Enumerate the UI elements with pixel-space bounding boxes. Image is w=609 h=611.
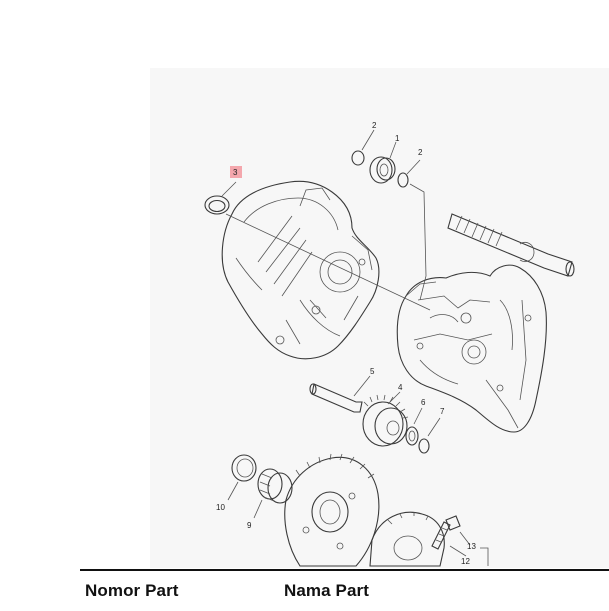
- callout-12[interactable]: 12: [461, 557, 470, 566]
- washer-part-10: [227, 454, 257, 501]
- parts-table-header: Nomor Part Nama Part: [80, 569, 609, 611]
- callout-5[interactable]: 5: [370, 367, 375, 376]
- gear-part-4: [362, 391, 409, 447]
- callout-10[interactable]: 10: [216, 503, 225, 512]
- callout-4[interactable]: 4: [398, 383, 403, 392]
- splined-shaft: [447, 213, 575, 277]
- callout-7[interactable]: 7: [440, 407, 445, 416]
- column-header-part-number: Nomor Part: [85, 581, 179, 600]
- exploded-view-drawing: 3 1 2 2 4 5 6 7 9 10 12 13: [204, 121, 575, 567]
- bolt-part-12: [431, 521, 467, 557]
- callout-13[interactable]: 13: [467, 542, 476, 551]
- needle-bearing-part-9: [253, 468, 293, 519]
- callout-2-right[interactable]: 2: [418, 148, 423, 157]
- crankcase-cover-left: [221, 180, 380, 360]
- callout-2-left[interactable]: 2: [372, 121, 377, 130]
- washer-part-6: [405, 407, 423, 446]
- callout-6[interactable]: 6: [421, 398, 426, 407]
- column-header-part-name: Nama Part: [284, 581, 369, 600]
- circlip-part-2-left: [351, 129, 375, 166]
- callout-3[interactable]: 3: [233, 168, 238, 177]
- starter-clutch: [369, 511, 445, 567]
- callout-highlight-box: [230, 166, 242, 178]
- cap-part-13: [445, 515, 489, 566]
- circlip-part-2-right: [397, 159, 427, 301]
- callout-1[interactable]: 1: [395, 134, 400, 143]
- crankcase-right: [396, 264, 547, 433]
- starter-wheel-gear: [284, 453, 380, 567]
- callout-9[interactable]: 9: [247, 521, 252, 530]
- shaft-part-5: [309, 375, 371, 413]
- bearing-part-1: [369, 141, 397, 184]
- parts-diagram: 3 1 2 2 4 5 6 7 9 10 12 13: [150, 68, 609, 568]
- oil-seal-part-3: [204, 181, 431, 311]
- circlip-part-7: [418, 417, 441, 454]
